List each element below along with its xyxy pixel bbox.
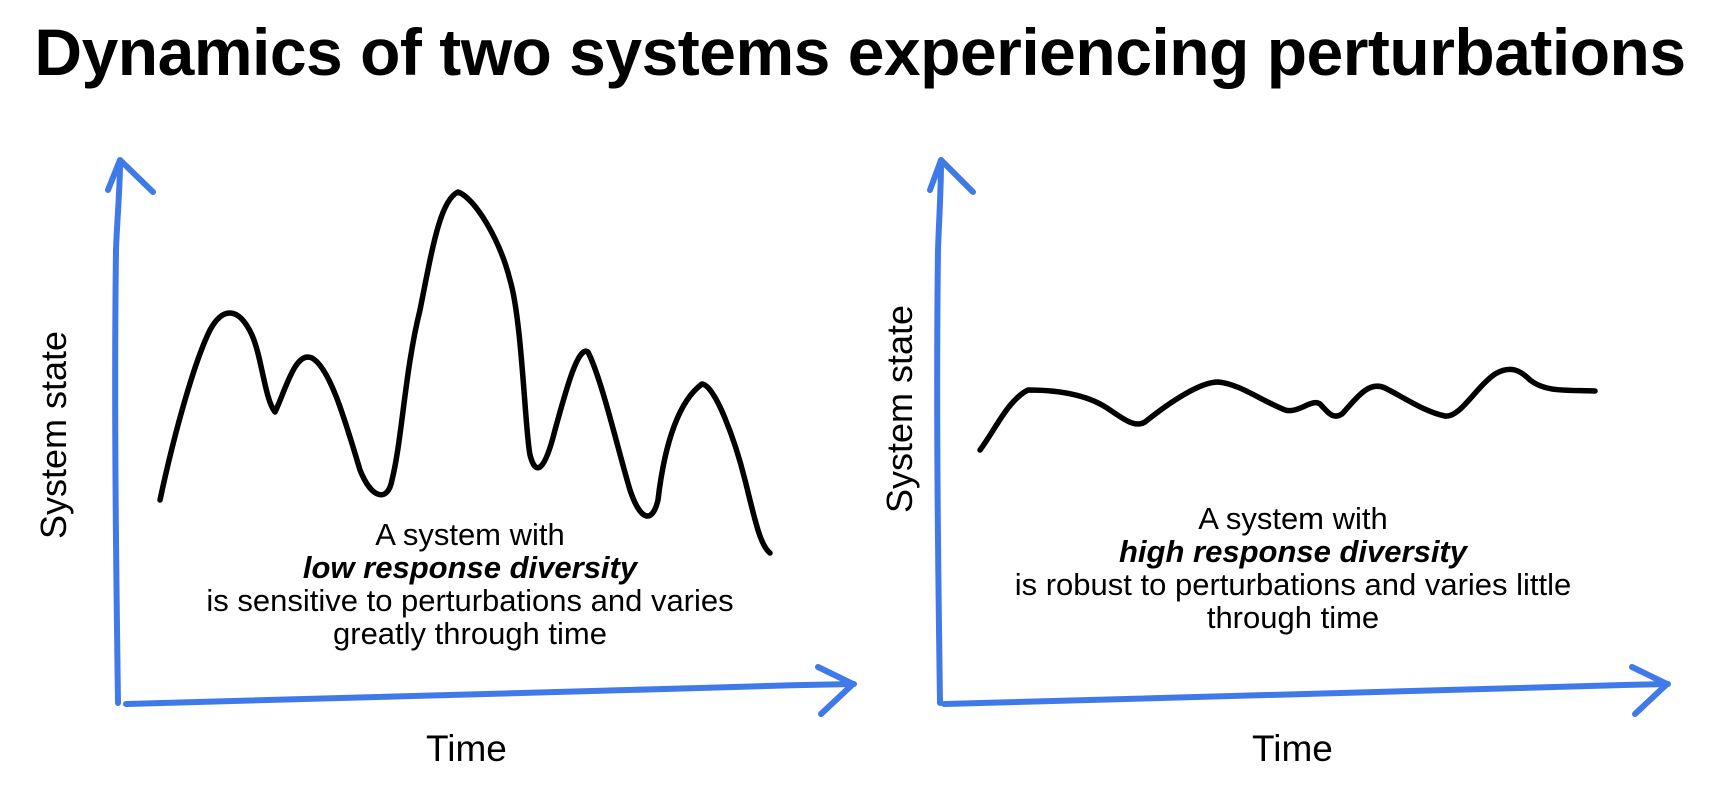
y-axis-line bbox=[112, 159, 123, 706]
high-diversity-description: A system with high response diversity is… bbox=[943, 502, 1643, 634]
low-diversity-curve bbox=[157, 189, 773, 556]
y-axis-arrowhead-icon bbox=[927, 157, 976, 195]
description-line: A system with bbox=[1198, 501, 1388, 536]
description-line: A system with bbox=[375, 517, 565, 552]
x-axis-arrowhead-icon bbox=[1629, 664, 1670, 717]
panel-low-diversity: System state Time A system with low resp… bbox=[33, 157, 857, 769]
description-line: greatly through time bbox=[333, 616, 607, 651]
x-axis-label: Time bbox=[1252, 728, 1333, 769]
x-axis-line bbox=[123, 681, 857, 707]
high-diversity-diagram bbox=[927, 157, 1671, 717]
low-diversity-description: A system with low response diversity is … bbox=[120, 518, 820, 650]
y-axis-label: System state bbox=[879, 304, 920, 513]
panel-high-diversity: System state Time A system with high res… bbox=[820, 0, 1680, 794]
x-axis-line bbox=[941, 681, 1671, 707]
description-emphasis: high response diversity bbox=[1119, 534, 1467, 569]
x-axis-arrowhead-icon bbox=[815, 664, 856, 717]
description-line: is sensitive to perturbations and varies bbox=[206, 583, 734, 618]
page-title: Dynamics of two systems experiencing per… bbox=[34, 15, 1686, 89]
description-line: is robust to perturbations and varies li… bbox=[1014, 567, 1572, 602]
y-axis-label: System state bbox=[33, 330, 74, 539]
low-diversity-diagram bbox=[105, 157, 857, 717]
y-axis-arrowhead-icon bbox=[105, 157, 156, 195]
description-line: through time bbox=[1206, 600, 1380, 635]
y-axis-line bbox=[934, 159, 944, 706]
high-diversity-curve bbox=[977, 366, 1598, 453]
x-axis-label: Time bbox=[426, 728, 507, 769]
description-emphasis: low response diversity bbox=[302, 550, 638, 585]
